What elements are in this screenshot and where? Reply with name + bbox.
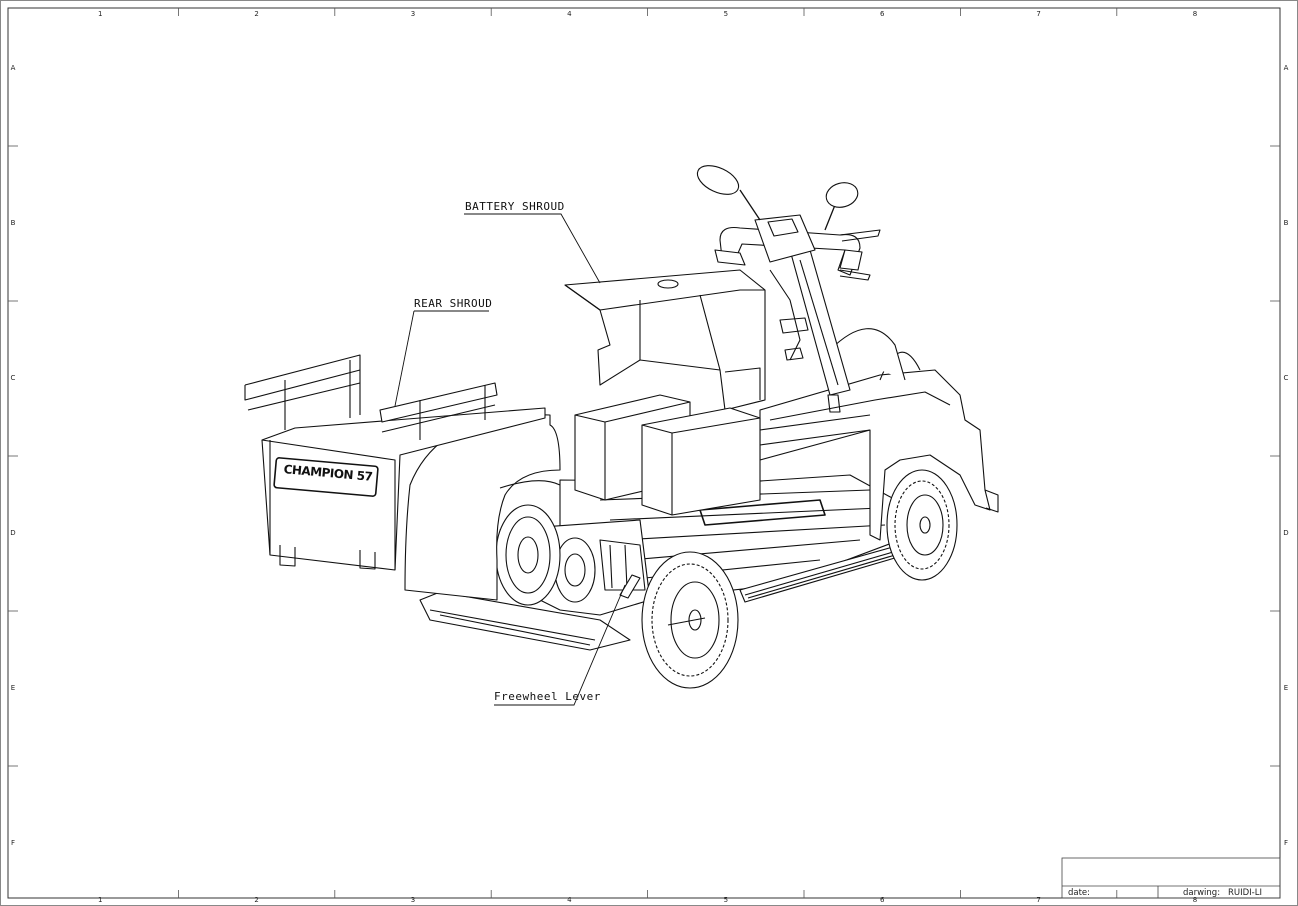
- column-label-6-bottom: 6: [879, 896, 885, 904]
- batteries: [574, 394, 761, 516]
- front-body: [759, 328, 999, 541]
- row-label-F-right: F: [1283, 839, 1289, 847]
- row-label-C-right: C: [1283, 374, 1289, 382]
- column-label-5-bottom: 5: [723, 896, 729, 904]
- column-label-5-top: 5: [723, 10, 729, 18]
- leader-lines: [394, 213, 626, 706]
- vehicle-drawing: [244, 165, 999, 689]
- column-label-1-top: 1: [97, 10, 103, 18]
- title-block: [1061, 857, 1281, 899]
- steering-assembly: [696, 165, 881, 413]
- row-label-E-right: E: [1283, 684, 1289, 692]
- column-label-3-bottom: 3: [410, 896, 416, 904]
- rear-shroud-callout: REAR SHROUD: [414, 297, 493, 310]
- drawing-value: RUIDI-LI: [1228, 888, 1262, 898]
- cargo-bed: [244, 354, 546, 571]
- row-label-A-left: A: [10, 64, 16, 72]
- battery-shroud-part: [564, 269, 766, 411]
- column-label-8-bottom: 8: [1192, 896, 1198, 904]
- rear-left-wheel: [495, 504, 561, 606]
- row-label-B-right: B: [1283, 219, 1289, 227]
- rear-right-wheel: [641, 551, 739, 689]
- freewheel-lever-callout: Freewheel Lever: [494, 690, 601, 703]
- column-label-2-top: 2: [254, 10, 259, 18]
- row-label-F-left: F: [10, 839, 16, 847]
- row-label-D-right: D: [1283, 529, 1289, 537]
- column-label-3-top: 3: [410, 10, 416, 18]
- column-label-4-bottom: 4: [567, 896, 572, 904]
- column-label-8-top: 8: [1192, 10, 1198, 18]
- front-right-wheel: [886, 469, 958, 581]
- column-label-7-bottom: 7: [1036, 896, 1041, 904]
- column-label-1-bottom: 1: [97, 896, 103, 904]
- column-label-4-top: 4: [567, 10, 572, 18]
- row-label-B-left: B: [10, 219, 16, 227]
- date-label: date:: [1068, 888, 1091, 898]
- drawing-label: darwing:: [1183, 888, 1221, 898]
- column-label-6-top: 6: [879, 10, 885, 18]
- row-label-C-left: C: [10, 374, 16, 382]
- battery-shroud-callout: BATTERY SHROUD: [465, 200, 565, 213]
- freewheel-lever-part: [619, 574, 641, 599]
- row-label-E-left: E: [10, 684, 16, 692]
- row-label-D-left: D: [10, 529, 16, 537]
- row-label-A-right: A: [1283, 64, 1289, 72]
- column-label-7-top: 7: [1036, 10, 1041, 18]
- column-label-2-bottom: 2: [254, 896, 259, 904]
